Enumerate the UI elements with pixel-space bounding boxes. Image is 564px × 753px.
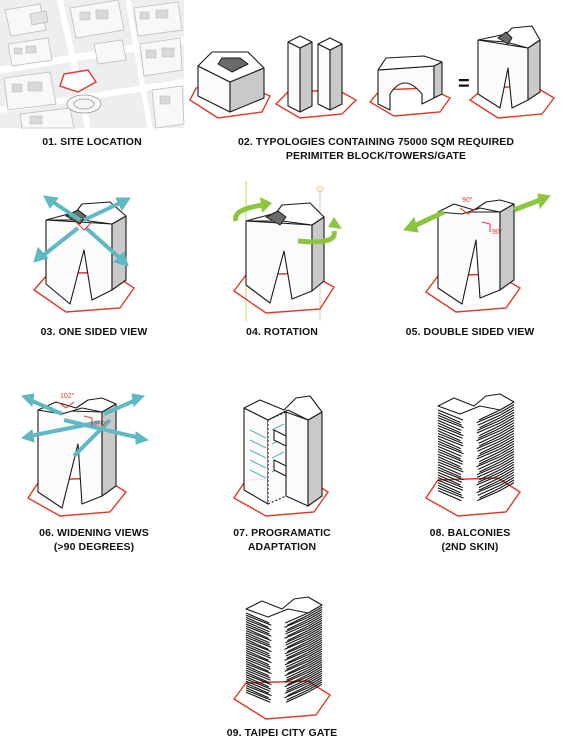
- caption-rotation: 04. ROTATION: [246, 326, 318, 338]
- view-arrows: [33, 195, 131, 267]
- caption-programatic-line2: ADAPTATION: [247, 541, 317, 553]
- program-connectors: [273, 429, 287, 477]
- panel-programatic-adaptation: 07. PROGRAMATIC ADAPTATION: [188, 380, 376, 560]
- panel-site-location: 01. SITE LOCATION: [0, 0, 185, 150]
- view-arrows: [20, 393, 150, 458]
- caption-typologies-line2: PERIMITER BLOCK/TOWERS/GATE: [285, 150, 467, 162]
- panel-one-sided-view: 03. ONE SIDED VIEW: [0, 180, 188, 345]
- widening-views-drawing: 102° 102°: [20, 392, 150, 517]
- angle-markers: [459, 207, 491, 232]
- angle-markers: [57, 401, 93, 426]
- balconies-drawing: [424, 393, 521, 517]
- panel-rotation: 04. ROTATION: [188, 175, 376, 345]
- typologies-drawing: =: [189, 25, 556, 119]
- rotation-arrows: [233, 202, 337, 245]
- perimeter-block: [189, 51, 271, 119]
- panel-taipei-city-gate: 09. TAIPEI CITY GATE: [188, 585, 376, 753]
- gate-facade-strips: [245, 604, 323, 703]
- angle-label-side: 102°: [94, 420, 109, 428]
- rotation-drawing: [233, 181, 342, 321]
- programatic-adaptation-drawing: [232, 395, 329, 517]
- caption-one-sided-view: 03. ONE SIDED VIEW: [40, 326, 148, 338]
- angle-label-side: 90°: [492, 228, 503, 236]
- caption-programatic-line1: 07. PROGRAMATIC: [233, 527, 331, 539]
- caption-double-sided-view: 05. DOUBLE SIDED VIEW: [405, 326, 535, 338]
- view-arrows: [403, 193, 551, 233]
- site-map-drawing: [0, 0, 185, 129]
- double-sided-view-drawing: 90° 90°: [403, 193, 551, 313]
- panel-typologies: = 02. TYPOLOGIES CONTAINING 75000 SQM RE…: [188, 0, 564, 165]
- angle-marker: [75, 221, 93, 231]
- program-lines: [249, 423, 285, 479]
- site-map: [0, 0, 185, 129]
- caption-taipei-city-gate: 09. TAIPEI CITY GATE: [226, 727, 338, 739]
- caption-balconies-line1: 08. BALCONIES: [429, 527, 511, 539]
- panel-double-sided-view: 90° 90° 05. DOUBLE SIDED VIEW: [376, 180, 564, 345]
- panel-widening-views: 102° 102° 06. WIDENING VIEWS (>90 DEGREE…: [0, 380, 188, 560]
- caption-widening-views-line1: 06. WIDENING VIEWS: [39, 527, 149, 539]
- balcony-strips: [437, 401, 515, 502]
- one-sided-view-drawing: [32, 195, 135, 313]
- two-towers: [274, 35, 358, 119]
- gate-block: [368, 55, 452, 117]
- caption-typologies-line1: 02. TYPOLOGIES CONTAINING 75000 SQM REQU…: [237, 136, 515, 148]
- equals-sign: =: [458, 73, 470, 95]
- angle-label-top: 102°: [60, 392, 75, 400]
- caption-balconies-line2: (2ND SKIN): [441, 541, 499, 553]
- panel-balconies: 08. BALCONIES (2ND SKIN): [376, 380, 564, 560]
- angle-label-top: 90°: [462, 196, 473, 204]
- caption-widening-views-line2: (>90 DEGREES): [53, 541, 135, 553]
- combined-typology: [468, 25, 556, 119]
- caption-site-location: 01. SITE LOCATION: [42, 136, 142, 148]
- taipei-city-gate-drawing: [232, 596, 331, 720]
